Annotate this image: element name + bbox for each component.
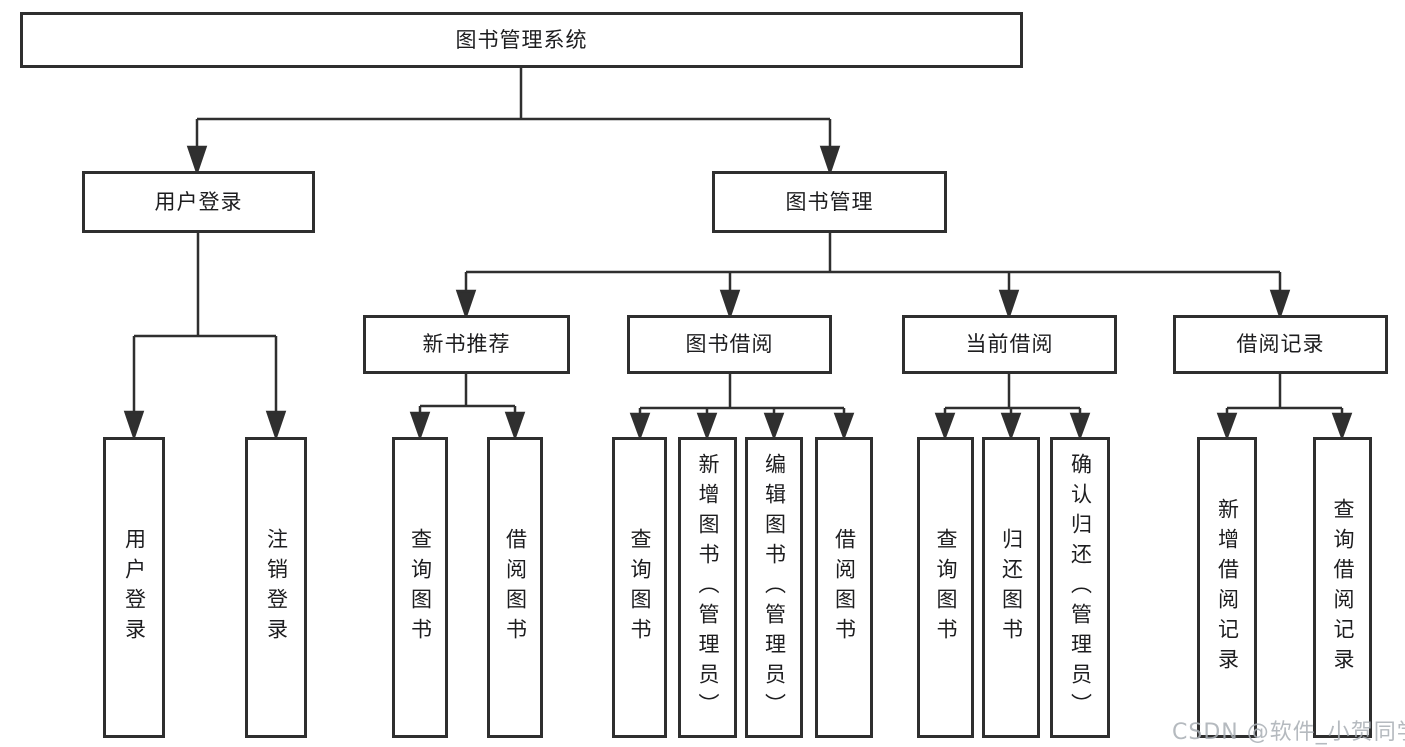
leaf-confirm-return-admin: 确认归还（管理员）: [1050, 437, 1110, 738]
leaf-query-books-recommend: 查询图书: [392, 437, 448, 738]
leaf-add-books-admin: 新增图书（管理员）: [678, 437, 737, 738]
leaf-query-books-current: 查询图书: [917, 437, 974, 738]
node-new-book-recommend: 新书推荐: [363, 315, 570, 374]
node-book-borrow: 图书借阅: [627, 315, 832, 374]
leaf-query-books-borrow: 查询图书: [612, 437, 667, 738]
node-current-borrow: 当前借阅: [902, 315, 1117, 374]
leaf-add-borrow-record: 新增借阅记录: [1197, 437, 1257, 738]
leaf-logout: 注销登录: [245, 437, 307, 738]
leaf-query-borrow-record: 查询借阅记录: [1313, 437, 1372, 738]
node-user-login: 用户登录: [82, 171, 315, 233]
leaf-edit-books-admin: 编辑图书（管理员）: [745, 437, 803, 738]
node-book-management: 图书管理: [712, 171, 947, 233]
leaf-borrow-books-recommend: 借阅图书: [487, 437, 543, 738]
leaf-borrow-books: 借阅图书: [815, 437, 873, 738]
node-borrow-records: 借阅记录: [1173, 315, 1388, 374]
leaf-return-books: 归还图书: [982, 437, 1040, 738]
node-library-system: 图书管理系统: [20, 12, 1023, 68]
leaf-user-login: 用户登录: [103, 437, 165, 738]
